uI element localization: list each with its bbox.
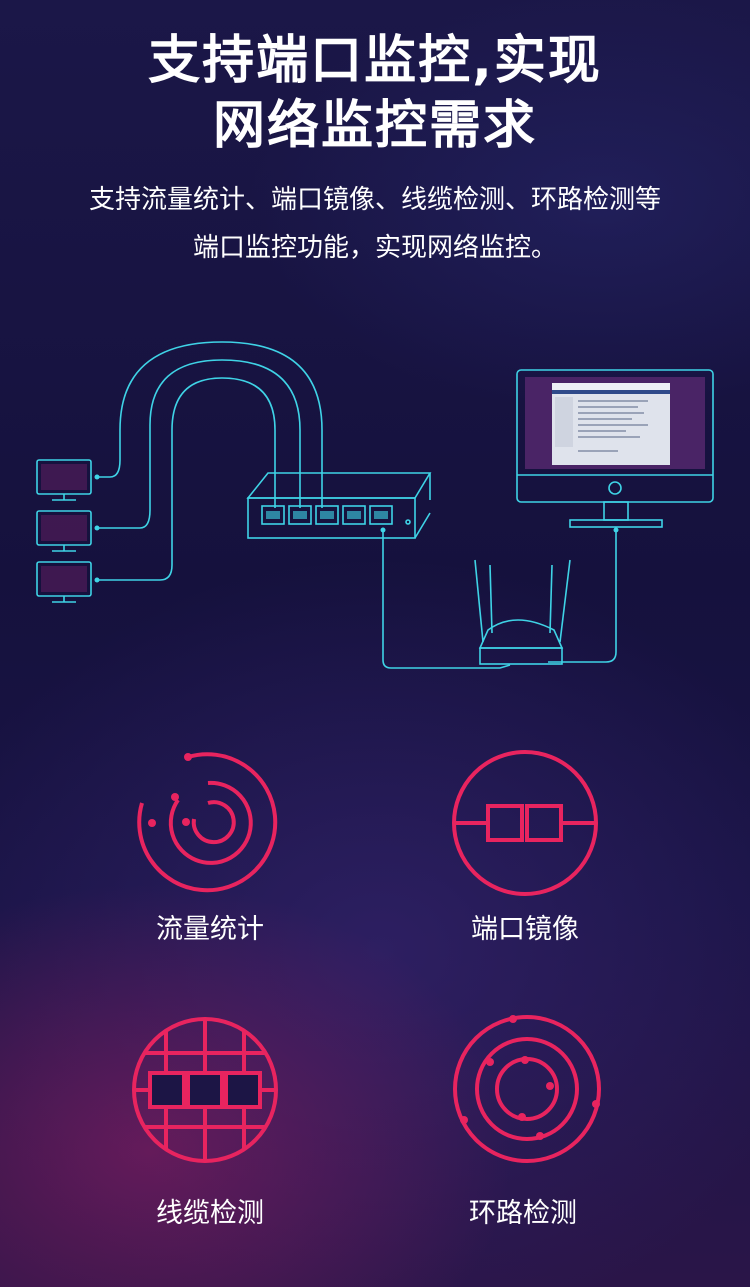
- pc-2: [36, 510, 92, 552]
- page-title-line2: 网络监控需求: [212, 96, 537, 156]
- cable-1: [95, 341, 323, 508]
- cable-detection-icon: [132, 1017, 278, 1163]
- pc-3: [36, 561, 92, 603]
- monitor: [516, 369, 714, 528]
- network-diagram: [36, 341, 714, 669]
- pc-1: [36, 459, 92, 501]
- cable-monitor-router: [548, 530, 617, 663]
- loop-detection-icon: [453, 1015, 601, 1163]
- network-switch: [246, 472, 432, 539]
- connection-dots: [94, 474, 619, 583]
- cable-3: [95, 377, 276, 581]
- port-mirroring-icon: [452, 750, 598, 896]
- cable-switch-router: [382, 530, 511, 669]
- traffic-statistics-icon: [137, 752, 278, 893]
- monitor-screen: [525, 377, 705, 469]
- switch-port-leds: [266, 511, 388, 519]
- feature-label-cable: 线缆检测: [156, 1198, 264, 1229]
- router: [474, 559, 571, 665]
- cable-2: [95, 359, 301, 529]
- page-title-line1: 支持端口监控,实现: [148, 31, 602, 91]
- subtitle-line2: 端口监控功能，实现网络监控。: [192, 233, 557, 263]
- feature-label-loop: 环路检测: [469, 1198, 577, 1229]
- subtitle-line1: 支持流量统计、端口镜像、线缆检测、环路检测等: [88, 185, 661, 215]
- feature-label-traffic: 流量统计: [156, 914, 264, 945]
- pc-screens: [41, 464, 87, 592]
- feature-label-mirroring: 端口镜像: [471, 914, 579, 945]
